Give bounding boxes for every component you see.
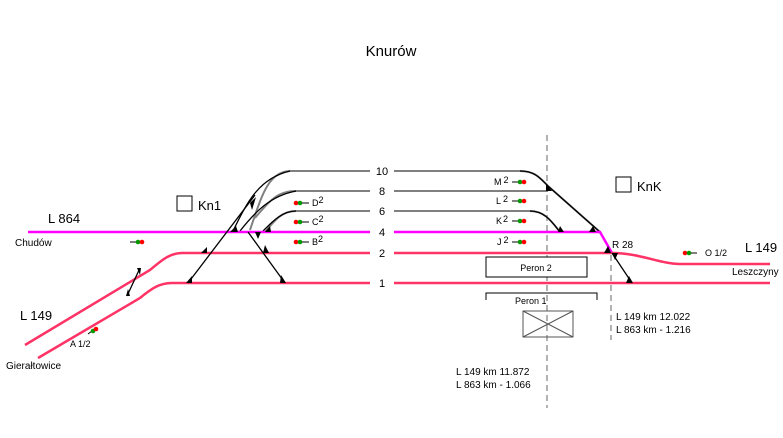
switch-curve-6-east (529, 210, 561, 233)
signal-box-knk-label: KnK (637, 179, 662, 194)
switch-curve-6 (262, 210, 297, 232)
platform-1 (485, 292, 598, 300)
signal-c-label: C2 (312, 214, 324, 227)
destination-leszczyny: Leszczyny (732, 267, 779, 278)
station-title: Knurów (366, 43, 417, 60)
station-building-icon (522, 310, 574, 338)
crossover-gieraltowice (126, 267, 141, 297)
km-marker-r28-l149: L 149 km 12.022 (616, 312, 691, 323)
line-label-l149-east: L 149 (745, 240, 777, 255)
line-label-l864: L 864 (48, 211, 80, 226)
switch-curve-10 (232, 170, 291, 232)
crossover-west-b (247, 231, 286, 284)
km-marker-station-l149: L 149 km 11.872 (456, 367, 530, 378)
track-label-2: 2 (379, 248, 385, 260)
signal-l (512, 198, 527, 204)
signal-a-label: A 1/2 (70, 339, 91, 349)
km-marker-r28-l863: L 863 km - 1.216 (616, 325, 691, 336)
signal-o-label: O 1/2 (705, 248, 727, 258)
line-label-l149-west: L 149 (20, 308, 52, 323)
signal-b-label: B2 (312, 234, 323, 247)
switch-curve-10-east (519, 170, 601, 233)
signal-c (293, 219, 309, 225)
track-label-10: 10 (376, 166, 388, 178)
track-label-1: 1 (379, 278, 385, 290)
signal-k-label: K2 (496, 214, 508, 226)
km-marker-station-l863: L 863 km - 1.066 (456, 380, 531, 391)
signal-box-kn1-label: Kn1 (198, 198, 221, 213)
signal-d-label: D2 (312, 195, 324, 208)
track-label-8: 8 (379, 186, 385, 198)
track-label-4: 4 (379, 227, 385, 239)
signal-box-knk-icon (615, 176, 632, 193)
signal-k (512, 218, 527, 224)
signal-chudow (130, 239, 145, 245)
signal-m (512, 179, 527, 185)
platform-2 (485, 256, 588, 278)
switch-markers (126, 184, 633, 296)
track-label-6: 6 (379, 206, 385, 218)
destination-chudow: Chudów (15, 238, 52, 249)
destination-gieraltowice: Gierałtowice (6, 361, 61, 372)
signal-box-kn1-icon (176, 195, 193, 212)
platform-1-label: Peron 1 (515, 296, 547, 306)
switch-curve-8 (239, 190, 297, 232)
platform-2-label: Peron 2 (520, 263, 552, 273)
crossover-west-a (187, 194, 256, 284)
track-1 (37, 281, 770, 360)
signal-o (682, 250, 697, 256)
switch-r28-label: R 28 (612, 240, 634, 251)
signal-d (293, 200, 309, 206)
signal-a (87, 326, 99, 335)
signal-b (293, 239, 309, 245)
signal-j (512, 239, 527, 245)
